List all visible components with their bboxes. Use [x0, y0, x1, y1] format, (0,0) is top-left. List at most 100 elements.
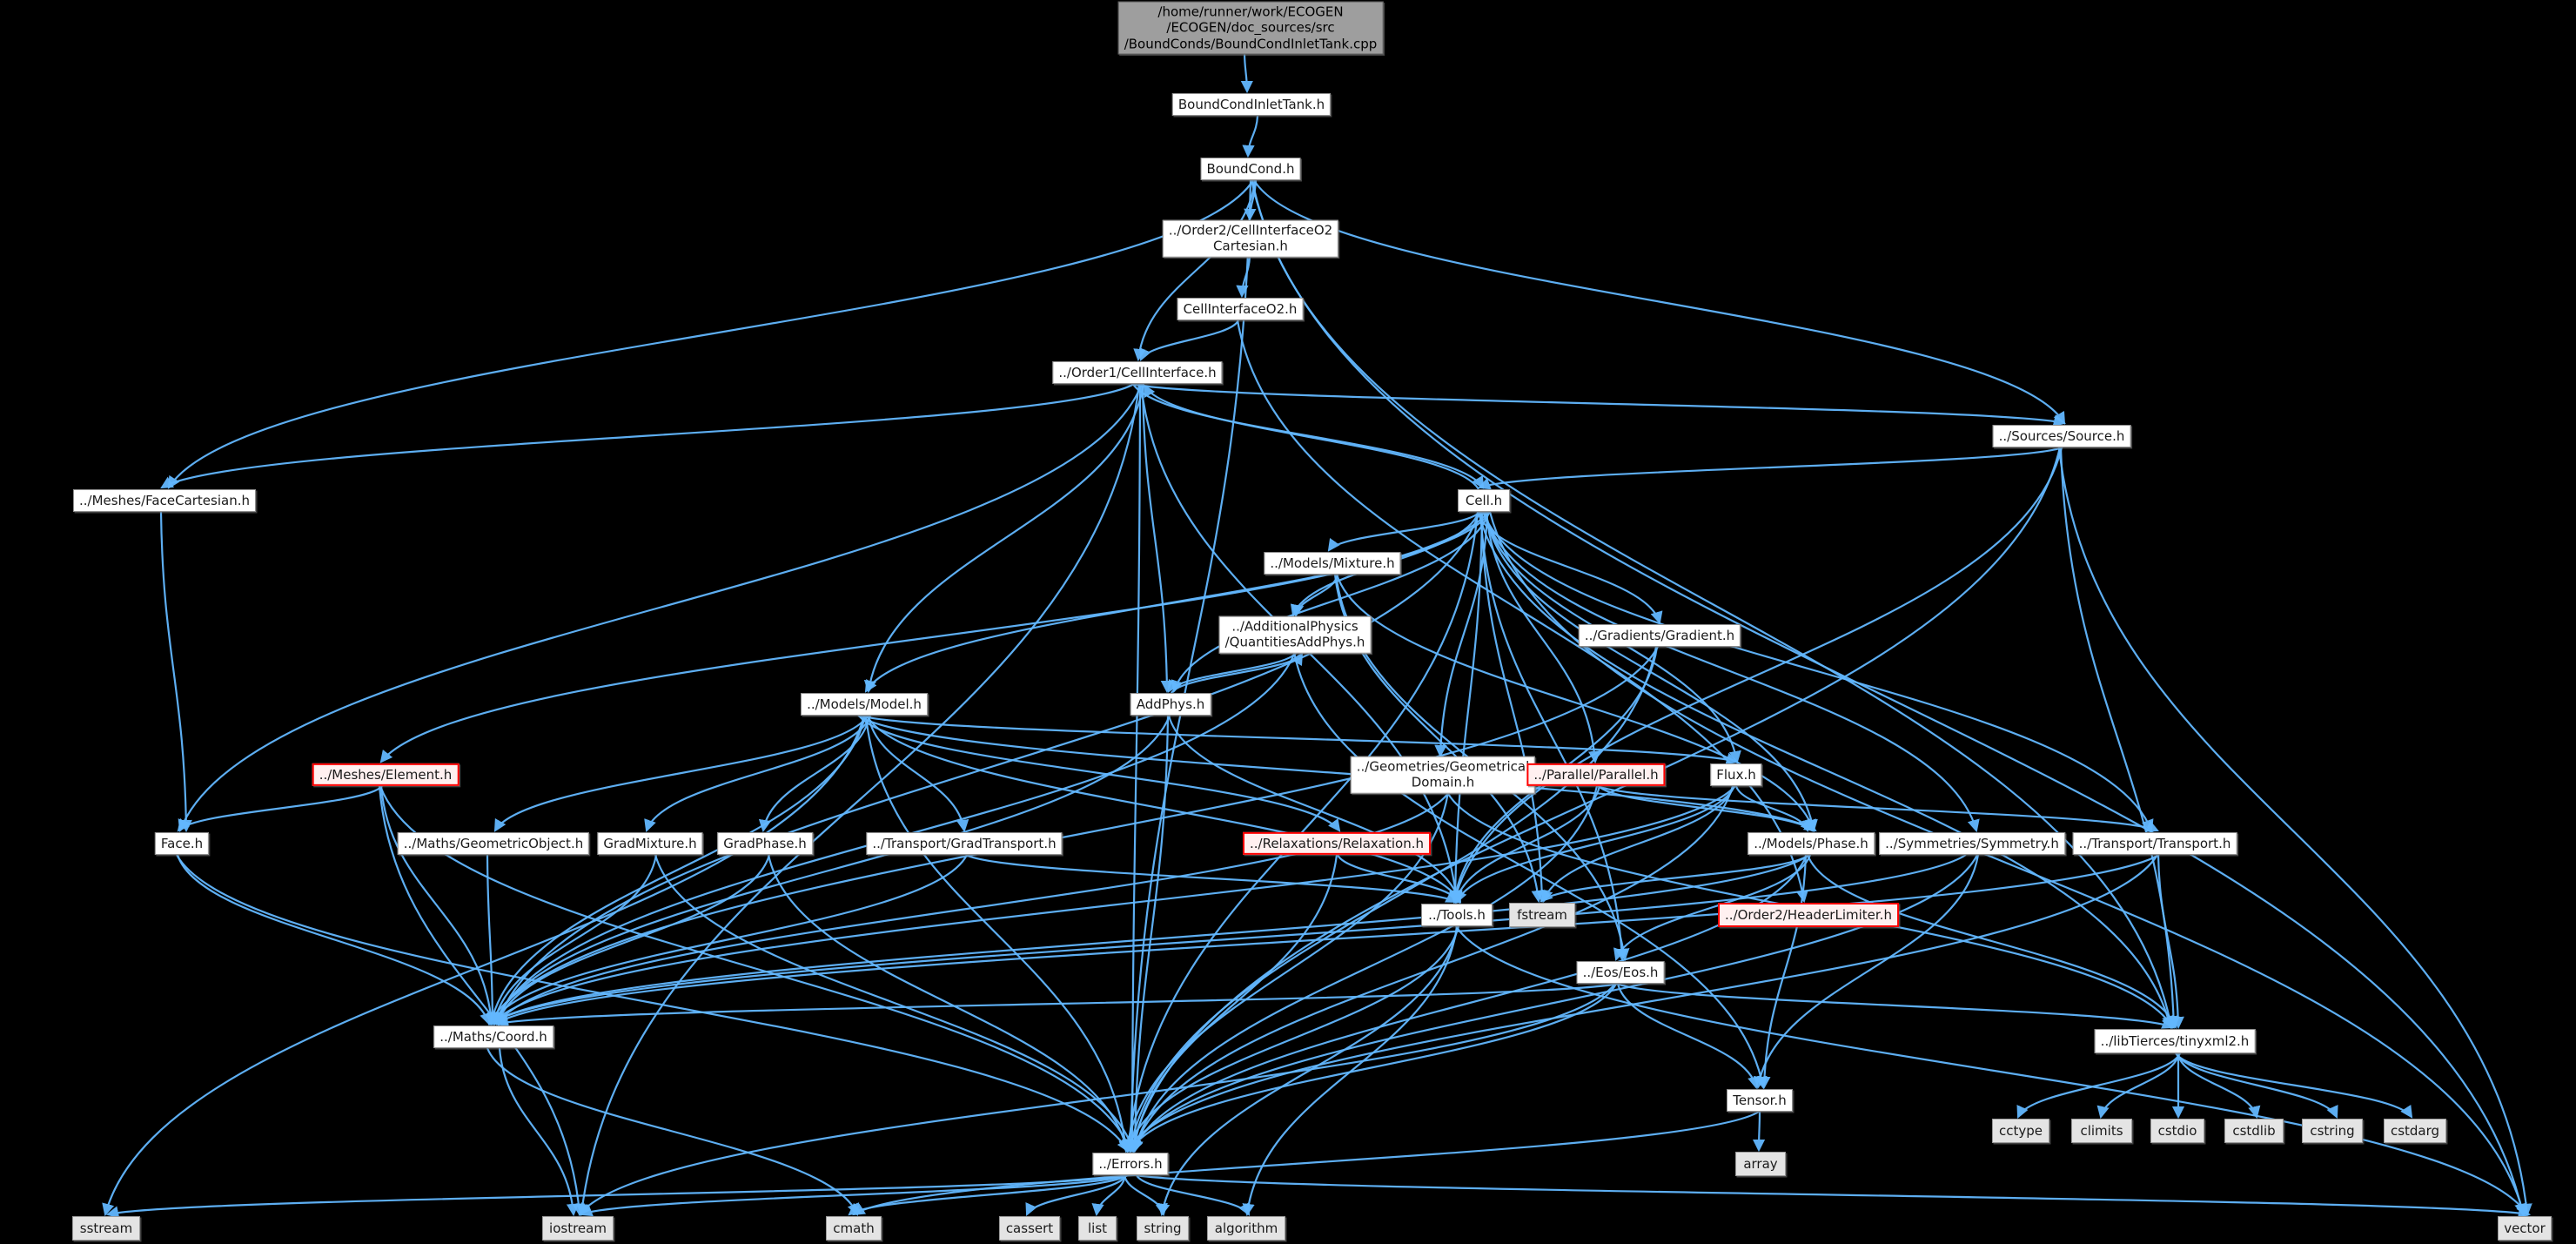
node-quantitiesaddphys-h[interactable]: ../AdditionalPhysics/QuantitiesAddPhys.h: [1218, 615, 1372, 654]
node-tensor-h[interactable]: Tensor.h: [1727, 1089, 1793, 1112]
include-edge-model-h-to-gradtransport-h: [867, 715, 969, 833]
node-label: fstream: [1517, 906, 1567, 923]
node-label: /ECOGEN/doc_sources/src: [1166, 19, 1335, 36]
include-edge-eos-h-to-tensor-h: [1616, 983, 1761, 1090]
node-facecartesian-h[interactable]: ../Meshes/FaceCartesian.h: [73, 489, 256, 512]
node-label: ../Models/Mixture.h: [1270, 555, 1395, 571]
node-transport-h[interactable]: ../Transport/Transport.h: [2072, 832, 2237, 855]
include-edge-tensor-h-to-cmath: [852, 1111, 1760, 1216]
node-label: iostream: [549, 1220, 607, 1236]
node-tinyxml2-h[interactable]: ../libTierces/tinyxml2.h: [2094, 1029, 2256, 1053]
node-label: string: [1144, 1220, 1182, 1236]
node-boundcondinlettank-h[interactable]: BoundCondInletTank.h: [1171, 93, 1332, 116]
node-label: cassert: [1005, 1220, 1054, 1236]
node-mixture-h[interactable]: ../Models/Mixture.h: [1264, 552, 1401, 575]
include-edge-cpp-to-boundcondinlettank-h: [1240, 52, 1254, 94]
include-edge-tinyxml2-h-to-climits: [2096, 1052, 2181, 1120]
include-edge-element-h-to-iostream: [378, 785, 586, 1217]
node-source-h[interactable]: ../Sources/Source.h: [1992, 425, 2131, 447]
node-algorithm: algorithm: [1207, 1216, 1285, 1241]
node-model-h[interactable]: ../Models/Model.h: [801, 693, 928, 716]
node-cctype: cctype: [1992, 1119, 2049, 1143]
include-edge-face-h-to-errors-h: [176, 854, 1130, 1153]
include-edge-errors-h-to-cassert: [1025, 1174, 1128, 1216]
include-edge-source-h-to-vector: [2057, 447, 2532, 1217]
node-label: algorithm: [1214, 1220, 1278, 1236]
node-element-h[interactable]: ../Meshes/Element.h: [312, 763, 460, 787]
node-cellinterface-h[interactable]: ../Order1/CellInterface.h: [1052, 361, 1223, 384]
include-edge-addphys-h-to-errors-h: [1129, 715, 1170, 1153]
include-edge-cellinterface-h-to-facecartesian-h: [160, 383, 1135, 489]
node-coord-h[interactable]: ../Maths/Coord.h: [433, 1025, 553, 1048]
node-parallel-h[interactable]: ../Parallel/Parallel.h: [1526, 763, 1666, 787]
include-edge-errors-h-to-iostream: [580, 1173, 1129, 1217]
include-edge-symmetry-h-to-tensor-h: [1753, 854, 1980, 1090]
include-edge-gradtransport-h-to-coord-h: [491, 854, 968, 1025]
node-label: array: [1743, 1155, 1778, 1172]
node-gradphase-h[interactable]: GradPhase.h: [717, 832, 813, 855]
node-addphys-h[interactable]: AddPhys.h: [1130, 693, 1211, 716]
include-edge-cellinterface-h-to-source-h: [1130, 382, 2067, 427]
node-gradtransport-h[interactable]: ../Transport/GradTransport.h: [866, 832, 1063, 855]
include-edge-cellinterface-h-to-iostream: [576, 383, 1141, 1217]
include-edge-gradphase-h-to-coord-h: [494, 854, 771, 1026]
node-symmetry-h[interactable]: ../Symmetries/Symmetry.h: [1879, 832, 2065, 855]
node-cellinterfaceo2-h[interactable]: CellInterfaceO2.h: [1177, 298, 1304, 320]
node-face-h[interactable]: Face.h: [154, 832, 210, 855]
node-phase-h[interactable]: ../Models/Phase.h: [1748, 832, 1875, 855]
node-label: ../Order2/HeaderLimiter.h: [1725, 906, 1892, 923]
node-label: ../Eos/Eos.h: [1582, 964, 1659, 980]
include-edge-flux-h-to-tools-h: [1455, 785, 1736, 904]
include-edge-coord-h-to-cmath: [486, 1047, 860, 1216]
include-edge-boundcond-h-to-tinyxml2-h: [1251, 179, 2176, 1030]
include-edge-gradphase-h-to-errors-h: [767, 854, 1131, 1153]
node-label: ../Meshes/FaceCartesian.h: [79, 492, 250, 508]
include-edge-eos-h-to-coord-h: [495, 982, 1620, 1028]
include-edge-cell-h-to-symmetry-h: [1482, 511, 1980, 833]
node-label: cstdlib: [2232, 1122, 2276, 1139]
node-label: ../Order2/CellInterfaceO2: [1168, 222, 1333, 239]
node-label: AddPhys.h: [1136, 696, 1205, 712]
include-edge-cellinterface-h-to-addphys-h: [1141, 383, 1173, 694]
node-label: ../Tools.h: [1428, 906, 1486, 923]
include-edge-cellinterface-h-to-cell-h: [1132, 383, 1485, 489]
node-flux-h[interactable]: Flux.h: [1710, 763, 1762, 786]
node-gradmixture-h[interactable]: GradMixture.h: [597, 832, 703, 855]
node-eos-h[interactable]: ../Eos/Eos.h: [1576, 961, 1665, 984]
node-gradient-h[interactable]: ../Gradients/Gradient.h: [1578, 624, 1741, 647]
node-label: Cartesian.h: [1213, 239, 1288, 254]
include-edge-quantitiesaddphys-h-to-tensor-h: [1292, 651, 1768, 1090]
node-tools-h[interactable]: ../Tools.h: [1421, 904, 1493, 926]
node-label: cstdio: [2157, 1122, 2197, 1139]
include-edge-model-h-to-relaxation-h: [858, 715, 1341, 832]
node-cell-h[interactable]: Cell.h: [1458, 489, 1510, 512]
node-cstdarg: cstdarg: [2384, 1119, 2446, 1143]
node-label: /QuantitiesAddPhys.h: [1224, 635, 1365, 650]
include-edge-errors-h-to-string: [1123, 1174, 1168, 1217]
include-edge-model-h-to-gradmixture-h: [644, 715, 872, 833]
node-cstdlib: cstdlib: [2224, 1119, 2284, 1143]
include-edge-tinyxml2-h-to-cctype: [2016, 1052, 2182, 1119]
include-edge-cellinterfaceo2-h-to-cellinterface-h: [1139, 319, 1240, 361]
include-edge-boundcond-h-to-facecartesian-h: [167, 179, 1254, 489]
node-boundcond-h[interactable]: BoundCond.h: [1200, 158, 1301, 180]
include-edge-source-h-to-cell-h: [1477, 446, 2063, 490]
include-edge-tensor-h-to-array: [1752, 1111, 1766, 1153]
include-edge-cell-h-to-errors-h: [1123, 511, 1479, 1153]
include-edge-errors-h-to-cmath: [848, 1174, 1128, 1216]
include-edge-gradtransport-h-to-tools-h: [965, 854, 1459, 904]
node-errors-h[interactable]: ../Errors.h: [1092, 1153, 1169, 1175]
node-geometricobject-h[interactable]: ../Maths/GeometricObject.h: [397, 832, 590, 855]
node-label: /BoundConds/BoundCondInletTank.cpp: [1124, 36, 1378, 52]
node-relaxation-h[interactable]: ../Relaxations/Relaxation.h: [1242, 831, 1432, 856]
include-edge-addphys-h-to-tools-h: [1167, 715, 1463, 904]
include-edge-cell-h-to-eos-h: [1479, 511, 1628, 962]
node-label: ../Transport/Transport.h: [2078, 835, 2231, 851]
node-headerlimiter-h[interactable]: ../Order2/HeaderLimiter.h: [1718, 903, 1899, 927]
include-edge-eos-h-to-tinyxml2-h: [1616, 982, 2175, 1029]
include-edge-geometricobject-h-to-coord-h: [486, 854, 500, 1026]
node-array: array: [1735, 1152, 1786, 1176]
include-edge-cell-h-to-tools-h: [1449, 511, 1484, 904]
